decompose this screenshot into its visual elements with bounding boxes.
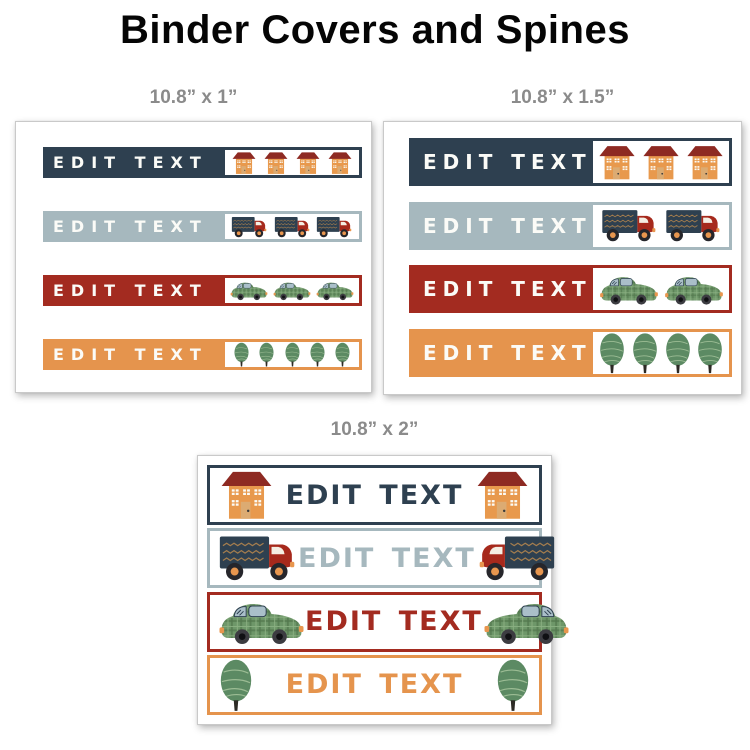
tree-icon xyxy=(309,342,326,367)
edit-text-label: EDIT TEXT xyxy=(285,669,464,701)
icon-box-trees xyxy=(593,331,729,374)
car-icon xyxy=(218,598,305,646)
spine-strip-trucks: EDIT TEXT xyxy=(207,528,542,589)
spine-strip-trees: EDIT TEXT xyxy=(207,654,542,715)
size-label-1-5in: 10.8” x 1.5” xyxy=(510,87,615,108)
left-icon-slot xyxy=(218,595,305,649)
panel-spines-1-5in: EDIT TEXT EDIT TEXT EDIT TEXT EDIT TEXT xyxy=(383,121,742,395)
house-icon xyxy=(685,144,725,181)
truck-icon xyxy=(665,207,722,244)
truck-icon xyxy=(274,215,311,239)
right-icon-slot xyxy=(474,468,531,522)
size-label-1in: 10.8” x 1” xyxy=(149,87,238,108)
edit-text-label: EDIT TEXT xyxy=(423,213,592,238)
truck-icon xyxy=(316,215,353,239)
edit-text-label: EDIT TEXT xyxy=(53,281,208,300)
left-icon-slot xyxy=(218,468,275,522)
icon-box-trucks xyxy=(225,214,359,239)
tree-icon xyxy=(233,342,250,367)
car-icon xyxy=(599,273,659,306)
edit-text-label: EDIT TEXT xyxy=(423,277,592,302)
spine-strip-cars: EDIT TEXT xyxy=(409,265,732,314)
truck-icon xyxy=(476,532,556,584)
truck-icon xyxy=(601,207,658,244)
spine-strip-trees: EDIT TEXT xyxy=(43,339,362,370)
tree-icon xyxy=(664,332,692,374)
tree-icon xyxy=(258,342,275,367)
tree-icon xyxy=(495,658,531,712)
icon-box-houses xyxy=(225,150,359,175)
house-icon xyxy=(327,151,353,175)
car-icon xyxy=(664,273,724,306)
icon-box-trees xyxy=(225,342,359,367)
house-icon xyxy=(474,469,531,521)
right-icon-slot xyxy=(483,595,570,649)
truck-icon xyxy=(218,532,298,584)
car-icon xyxy=(230,280,268,301)
spine-strip-houses: EDIT TEXT xyxy=(43,147,362,178)
icon-box-cars xyxy=(225,278,359,303)
panel-spines-1in: EDIT TEXT EDIT TEXT EDIT TEXT EDIT TEXT xyxy=(15,121,372,393)
edit-text-label: EDIT TEXT xyxy=(53,217,208,236)
spine-strip-trucks: EDIT TEXT xyxy=(43,211,362,242)
page-title: Binder Covers and Spines xyxy=(120,8,630,52)
spine-strip-cars: EDIT TEXT xyxy=(43,275,362,306)
spine-strip-cars: EDIT TEXT xyxy=(207,591,542,652)
car-icon xyxy=(483,598,570,646)
icon-box-houses xyxy=(593,141,729,183)
truck-icon xyxy=(231,215,268,239)
house-icon xyxy=(295,151,321,175)
edit-text-label: EDIT TEXT xyxy=(298,542,476,574)
spine-strip-houses: EDIT TEXT xyxy=(207,465,542,525)
edit-text-label: EDIT TEXT xyxy=(305,606,483,638)
icon-box-cars xyxy=(593,268,729,311)
tree-icon xyxy=(631,332,659,374)
spine-strip-houses: EDIT TEXT xyxy=(409,138,732,186)
edit-text-label: EDIT TEXT xyxy=(423,150,592,174)
tree-icon xyxy=(696,332,724,374)
tree-icon xyxy=(598,332,626,374)
left-icon-slot xyxy=(218,531,298,585)
car-icon xyxy=(273,280,311,301)
panel-spines-2in: EDIT TEXT EDIT TEXT EDIT TEXT EDIT TEXT xyxy=(197,455,552,725)
car-icon xyxy=(316,280,354,301)
house-icon xyxy=(231,151,257,175)
size-label-2in: 10.8” x 2” xyxy=(330,419,419,440)
tree-icon xyxy=(334,342,351,367)
edit-text-label: EDIT TEXT xyxy=(53,345,208,364)
right-icon-slot xyxy=(495,658,531,712)
spine-strip-trucks: EDIT TEXT xyxy=(409,201,732,250)
spine-strip-trees: EDIT TEXT xyxy=(409,328,732,377)
left-icon-slot xyxy=(218,658,254,712)
house-icon xyxy=(218,469,275,521)
right-icon-slot xyxy=(476,531,556,585)
tree-icon xyxy=(284,342,301,367)
edit-text-label: EDIT TEXT xyxy=(423,340,592,365)
house-icon xyxy=(641,144,681,181)
house-icon xyxy=(597,144,637,181)
tree-icon xyxy=(218,658,254,712)
house-icon xyxy=(263,151,289,175)
edit-text-label: EDIT TEXT xyxy=(285,479,464,511)
icon-box-trucks xyxy=(593,204,729,247)
edit-text-label: EDIT TEXT xyxy=(53,153,208,172)
